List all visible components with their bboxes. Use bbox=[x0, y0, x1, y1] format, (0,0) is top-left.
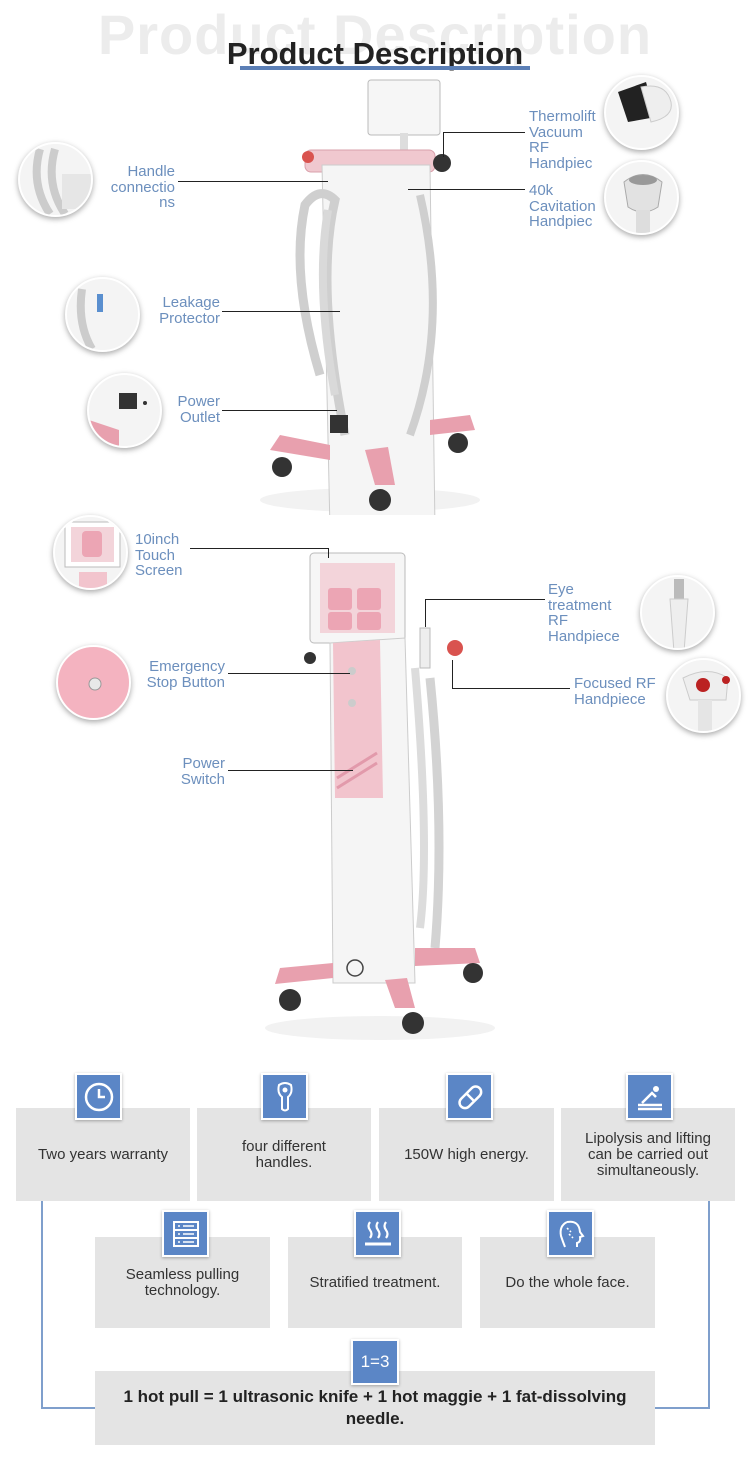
server-list-icon bbox=[162, 1210, 209, 1257]
callout-handle-connections: Handle connectio ns bbox=[110, 163, 175, 211]
leader-line bbox=[222, 410, 337, 411]
heat-waves-icon bbox=[354, 1210, 401, 1257]
power-outlet-detail bbox=[87, 373, 162, 448]
leakage-protector-detail bbox=[65, 277, 140, 352]
leader-line bbox=[443, 132, 444, 157]
leader-line bbox=[425, 599, 545, 600]
leader-line bbox=[178, 181, 328, 182]
leader-line bbox=[190, 548, 328, 549]
leader-line bbox=[408, 189, 525, 190]
feature-lipolysis: Lipolysis and lifting can be carried out… bbox=[561, 1108, 735, 1201]
watermark-title: Product Description bbox=[97, 3, 653, 66]
callout-focused-rf-handpiece: Focused RF Handpiece bbox=[574, 675, 656, 708]
clock-icon bbox=[75, 1073, 122, 1120]
callout-cavitation-handpiece: 40k Cavitation Handpiec bbox=[529, 182, 596, 230]
eye-treatment-handpiece-detail bbox=[640, 575, 715, 650]
feature-handles: four different handles. bbox=[197, 1108, 371, 1201]
machine-1-image bbox=[260, 79, 480, 515]
handpiece-icon bbox=[261, 1073, 308, 1120]
callout-power-outlet: Power Outlet bbox=[177, 393, 220, 426]
touch-screen-detail bbox=[53, 515, 128, 590]
callout-power-switch: Power Switch bbox=[180, 755, 225, 788]
equation-badge: 1=3 bbox=[351, 1339, 399, 1385]
callout-emergency-stop: Emergency Stop Button bbox=[146, 658, 225, 691]
focused-rf-handpiece-detail bbox=[666, 658, 741, 733]
face-profile-icon bbox=[547, 1210, 594, 1257]
title-underline bbox=[240, 66, 530, 70]
callout-thermolift-handpiece: Thermolift Vacuum RF Handpiec bbox=[529, 108, 596, 172]
leader-line bbox=[228, 770, 353, 771]
feature-energy: 150W high energy. bbox=[379, 1108, 554, 1201]
machine-2-image bbox=[265, 552, 495, 1040]
leader-line bbox=[452, 688, 570, 689]
callout-leakage-protector: Leakage Protector bbox=[159, 294, 220, 327]
leader-line bbox=[328, 548, 329, 558]
leader-line bbox=[222, 311, 340, 312]
capsule-icon bbox=[446, 1073, 493, 1120]
leader-line bbox=[452, 660, 453, 688]
handle-connection-detail bbox=[18, 142, 93, 217]
cavitation-handpiece-detail bbox=[604, 160, 679, 235]
callout-touch-screen: 10inch Touch Screen bbox=[135, 531, 183, 579]
leader-line bbox=[425, 599, 426, 627]
thermolift-handpiece-detail bbox=[604, 75, 679, 150]
treatment-bed-icon bbox=[626, 1073, 673, 1120]
emergency-stop-detail bbox=[56, 645, 131, 720]
feature-warranty: Two years warranty bbox=[16, 1108, 190, 1201]
leader-line bbox=[443, 132, 525, 133]
page-title: Product Description bbox=[226, 36, 524, 71]
callout-eye-treatment-handpiece: Eye treatment RF Handpiece bbox=[548, 581, 620, 645]
leader-line bbox=[228, 673, 350, 674]
